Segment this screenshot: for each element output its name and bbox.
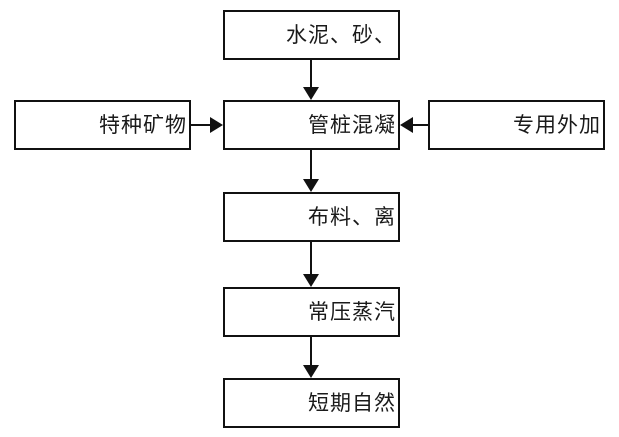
node-casting-label: 布料、离: [308, 204, 396, 229]
node-raw-materials-label: 水泥、砂、: [286, 22, 396, 47]
arrow-down-icon: [303, 179, 319, 192]
edge-casting-to-steam-curing: [310, 242, 312, 274]
arrow-down-icon: [303, 365, 319, 378]
edge-mineral-admixture-to-pile-concrete: [191, 124, 211, 126]
node-casting[interactable]: 布料、离: [223, 192, 400, 242]
node-natural-curing[interactable]: 短期自然: [223, 378, 400, 428]
node-mineral-admixture[interactable]: 特种矿物: [14, 100, 191, 150]
node-special-agent-label: 专用外加: [513, 112, 601, 137]
node-natural-curing-label: 短期自然: [308, 390, 396, 415]
node-steam-curing-label: 常压蒸汽: [308, 299, 396, 324]
edge-steam-curing-to-natural-curing: [310, 337, 312, 365]
node-special-agent[interactable]: 专用外加: [428, 100, 605, 150]
arrow-down-icon: [303, 87, 319, 100]
node-raw-materials[interactable]: 水泥、砂、: [223, 10, 400, 60]
arrow-right-icon: [210, 117, 223, 133]
node-steam-curing[interactable]: 常压蒸汽: [223, 287, 400, 337]
edge-raw-materials-to-pile-concrete: [310, 60, 312, 87]
node-pile-concrete[interactable]: 管桩混凝: [223, 100, 400, 150]
node-pile-concrete-label: 管桩混凝: [308, 112, 396, 137]
arrow-down-icon: [303, 274, 319, 287]
edge-pile-concrete-to-casting: [310, 150, 312, 179]
node-mineral-admixture-label: 特种矿物: [99, 112, 187, 137]
arrow-left-icon: [400, 117, 413, 133]
edge-special-agent-to-pile-concrete: [413, 124, 428, 126]
